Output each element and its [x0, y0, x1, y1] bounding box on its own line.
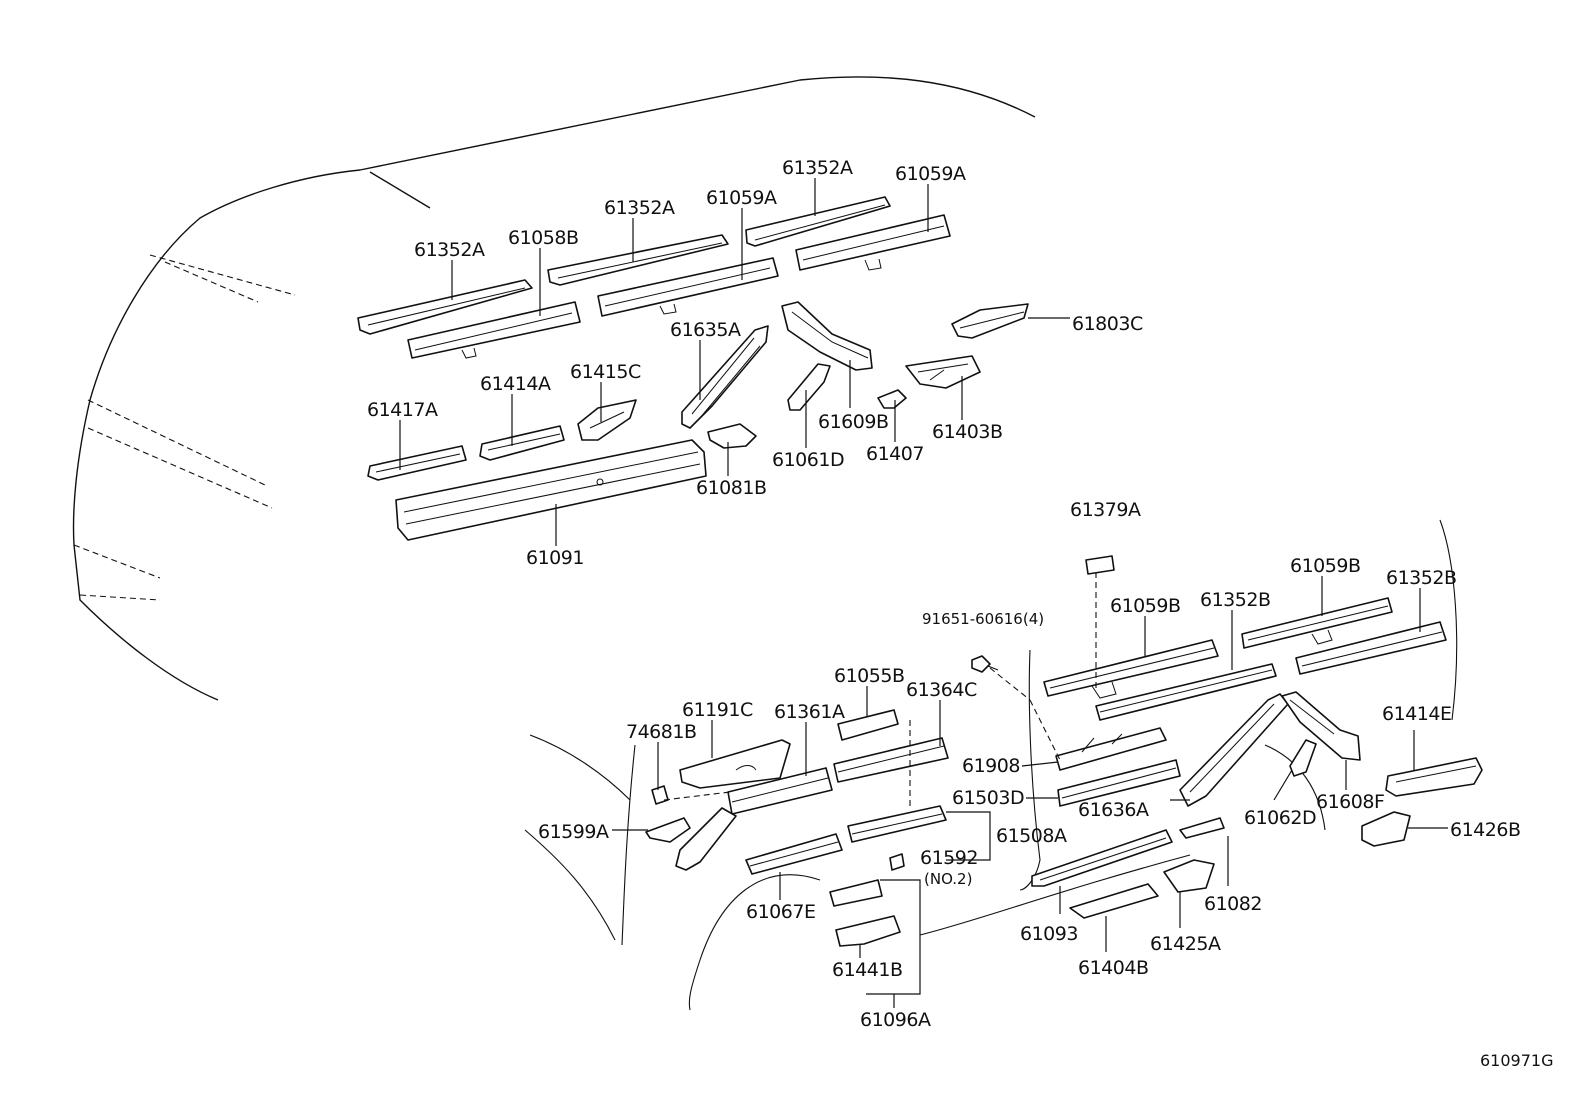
part-61425A-extension [1163, 859, 1215, 893]
label-61414A: 61414A [480, 373, 551, 395]
label-61061D: 61061D [772, 449, 844, 471]
label-61081B: 61081B [696, 477, 766, 499]
label-74681B: 74681B [626, 721, 696, 743]
part-61508A-rail [847, 805, 947, 843]
part-61364C-rail [833, 737, 949, 783]
label-61059B-left: 61059B [1110, 595, 1180, 617]
part-61352B-rail-left [1095, 663, 1277, 721]
part-61091-rocker [395, 439, 707, 541]
label-61635A: 61635A [670, 319, 741, 341]
part-61082-bracket [1179, 817, 1225, 839]
part-61608F-pillar [1281, 691, 1361, 761]
part-61093-sill [1031, 829, 1173, 887]
label-61608F: 61608F [1316, 791, 1384, 813]
part-74681B-clip [651, 785, 669, 805]
part-61379A-clip [1085, 555, 1115, 575]
part-61417A-sill [367, 445, 467, 481]
part-61067E-rail [745, 833, 843, 875]
part-61352A-rail-left [357, 279, 533, 335]
part-61352A-rail-mid [547, 234, 729, 286]
part-61059B-rail-left [1043, 639, 1219, 699]
part-61059B-rail-right [1241, 597, 1393, 649]
vehicle-body-outline [72, 76, 1458, 1011]
part-61067E-reinforcement-arm [675, 807, 737, 871]
part-61407-clip [877, 389, 907, 409]
part-61352A-rail-right [745, 196, 891, 247]
label-61055B: 61055B [834, 665, 904, 687]
label-61352A-left: 61352A [414, 239, 485, 261]
label-61379A: 61379A [1070, 499, 1141, 521]
label-61352A-right: 61352A [782, 157, 853, 179]
part-61061D-brace [787, 363, 831, 411]
part-61403B-gusset [905, 355, 981, 389]
part-61055B-plate [837, 709, 899, 741]
part-61415C-extension [577, 399, 637, 441]
label-61352B-right: 61352B [1386, 567, 1456, 589]
diagram-reference-number: 610971G [1480, 1051, 1553, 1070]
label-61062D: 61062D [1244, 807, 1316, 829]
label-61636A: 61636A [1078, 799, 1149, 821]
label-61096A: 61096A [860, 1009, 931, 1031]
part-61426B-extension [1361, 811, 1411, 847]
label-61417A: 61417A [367, 399, 438, 421]
part-61635A-pillar [681, 325, 769, 429]
part-61441B-bracket [829, 879, 901, 947]
label-61441B: 61441B [832, 959, 902, 981]
part-61636A-pillar [1179, 693, 1289, 807]
label-61425A: 61425A [1150, 933, 1221, 955]
label-61803C: 61803C [1072, 313, 1143, 335]
label-61415C: 61415C [570, 361, 641, 383]
label-61352B-left: 61352B [1200, 589, 1270, 611]
label-61508A: 61508A [996, 825, 1067, 847]
part-61361A-rail [727, 767, 833, 815]
part-61414E-sill [1385, 757, 1483, 797]
label-61059A-right: 61059A [895, 163, 966, 185]
part-61803C-bracket [951, 303, 1029, 339]
label-61059A-mid: 61059A [706, 187, 777, 209]
part-61908-bracket [1055, 727, 1167, 771]
part-61062D-brace [1289, 739, 1317, 777]
part-61058B-rail [407, 301, 581, 359]
label-61093: 61093 [1020, 923, 1078, 945]
part-61191C-bracket [679, 739, 791, 789]
label-61082: 61082 [1204, 893, 1262, 915]
label-61364C: 61364C [906, 679, 977, 701]
label-61404B: 61404B [1078, 957, 1148, 979]
part-61414A-sill [479, 425, 565, 461]
label-61407: 61407 [866, 443, 924, 465]
label-61058B: 61058B [508, 227, 578, 249]
label-61414E: 61414E [1382, 703, 1451, 725]
part-61503D-rail [1057, 759, 1181, 807]
part-61081B-bracket [707, 423, 757, 449]
part-61592-clip [889, 853, 905, 871]
leader-lines [399, 178, 1448, 1008]
bolt-91651-60616 [971, 655, 999, 673]
label-61592: 61592 [920, 847, 978, 869]
label-61067E: 61067E [746, 901, 815, 923]
label-61592-no2: (NO.2) [924, 870, 972, 888]
label-61426B: 61426B [1450, 819, 1520, 841]
label-61091: 61091 [526, 547, 584, 569]
label-61191C: 61191C [682, 699, 753, 721]
part-61599A-clip [645, 817, 691, 843]
part-61352B-rail-right [1295, 621, 1447, 675]
part-61404B-sill [1069, 883, 1159, 919]
label-61403B: 61403B [932, 421, 1002, 443]
label-61908: 61908 [962, 755, 1020, 777]
part-labels: 61352A 61058B 61352A 61059A 61352A 61059… [367, 157, 1553, 1070]
label-61059B-right: 61059B [1290, 555, 1360, 577]
label-61361A: 61361A [774, 701, 845, 723]
label-61609B: 61609B [818, 411, 888, 433]
part-61609B-reinforcement [781, 301, 873, 371]
label-61599A: 61599A [538, 821, 609, 843]
label-91651-60616: 91651-60616(4) [922, 610, 1044, 628]
label-61352A-mid: 61352A [604, 197, 675, 219]
label-61503D: 61503D [952, 787, 1024, 809]
part-61059A-rail-right [795, 214, 951, 271]
